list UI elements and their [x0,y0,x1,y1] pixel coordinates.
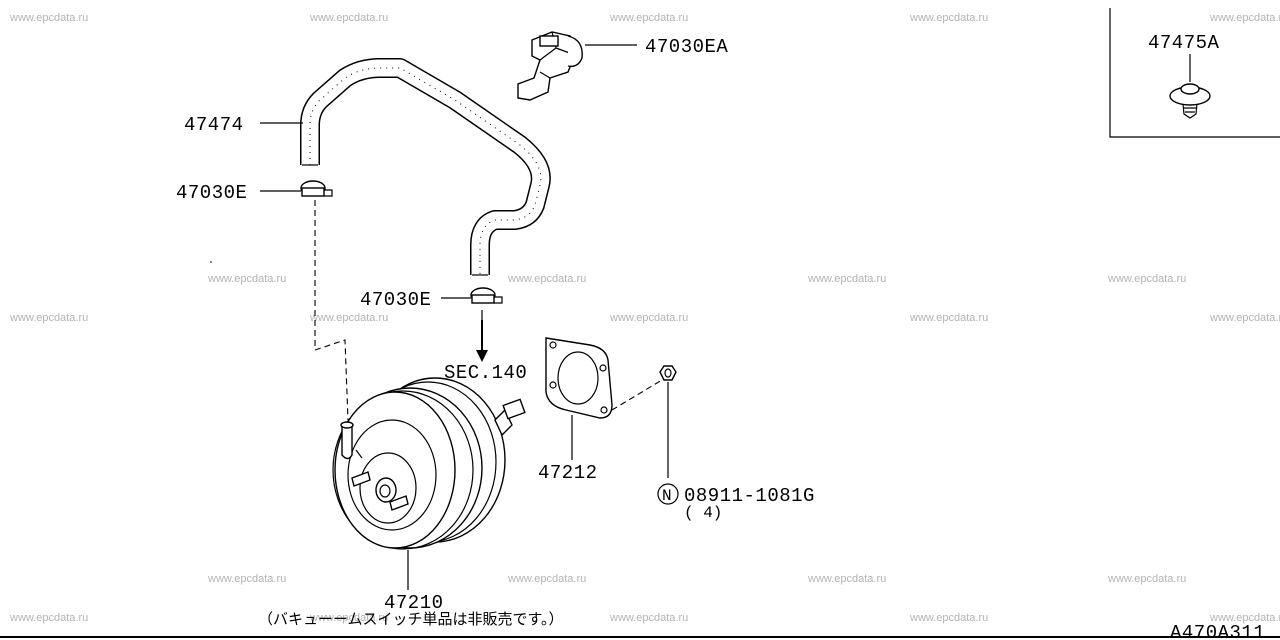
section-reference[interactable]: SEC.140 [444,362,527,384]
watermark: www.epcdata.ru [9,612,88,624]
watermark: www.epcdata.ru [207,273,286,285]
nut-quantity: ( 4) [684,504,722,522]
watermark: www.epcdata.ru [609,612,688,624]
nut-type-symbol [657,483,679,505]
nut-icon [659,365,677,381]
watermark-layer: www.epcdata.ru www.epcdata.ru www.epcdat… [9,12,1280,624]
watermark: www.epcdata.ru [507,573,586,585]
nut-type-letter: N [662,487,672,505]
watermark: www.epcdata.ru [309,612,388,624]
dashed-connector [611,379,663,411]
watermark: www.epcdata.ru [309,12,388,24]
label-47474[interactable]: 47474 [184,114,244,136]
diagram-code: A470A311 [1170,622,1265,640]
watermark: www.epcdata.ru [1209,312,1280,324]
grommet-icon [1169,83,1211,119]
label-47210[interactable]: 47210 [384,592,444,614]
label-47030EA[interactable]: 47030EA [645,36,728,58]
inset-frame [1109,8,1280,138]
hose-clamp-lower-icon [470,287,503,304]
watermark: www.epcdata.ru [207,573,286,585]
watermark: www.epcdata.ru [909,312,988,324]
label-47030E-lower[interactable]: 47030E [360,289,431,311]
watermark: www.epcdata.ru [9,12,88,24]
watermark: www.epcdata.ru [1107,573,1186,585]
watermark: www.epcdata.ru [909,12,988,24]
watermark: www.epcdata.ru [1209,612,1280,624]
watermark: www.epcdata.ru [1209,12,1280,24]
watermark: www.epcdata.ru [909,612,988,624]
watermark: www.epcdata.ru [1107,273,1186,285]
watermark: www.epcdata.ru [609,12,688,24]
vacuum-hose [300,58,551,276]
dashed-connector [314,200,349,421]
watermark: www.epcdata.ru [309,312,388,324]
grommet-inset: 47475A [1109,8,1280,138]
label-47475A[interactable]: 47475A [1148,32,1220,54]
gasket-icon [545,337,613,419]
label-08911-1081G[interactable]: 08911-1081G [684,485,815,507]
label-47030E-upper[interactable]: 47030E [176,182,247,204]
watermark: www.epcdata.ru [807,273,886,285]
watermark: www.epcdata.ru [807,573,886,585]
label-47212[interactable]: 47212 [538,462,598,484]
watermark: www.epcdata.ru [507,273,586,285]
hose-clip-bracket-icon [517,31,583,101]
brake-booster-icon [332,377,526,550]
hose-clamp-upper-icon [300,180,333,197]
watermark: www.epcdata.ru [9,312,88,324]
reference-arrow-icon [476,310,488,362]
watermark: www.epcdata.ru [609,312,688,324]
footnote: （バキューームスイッチ単品は非販売です。） [258,610,564,628]
